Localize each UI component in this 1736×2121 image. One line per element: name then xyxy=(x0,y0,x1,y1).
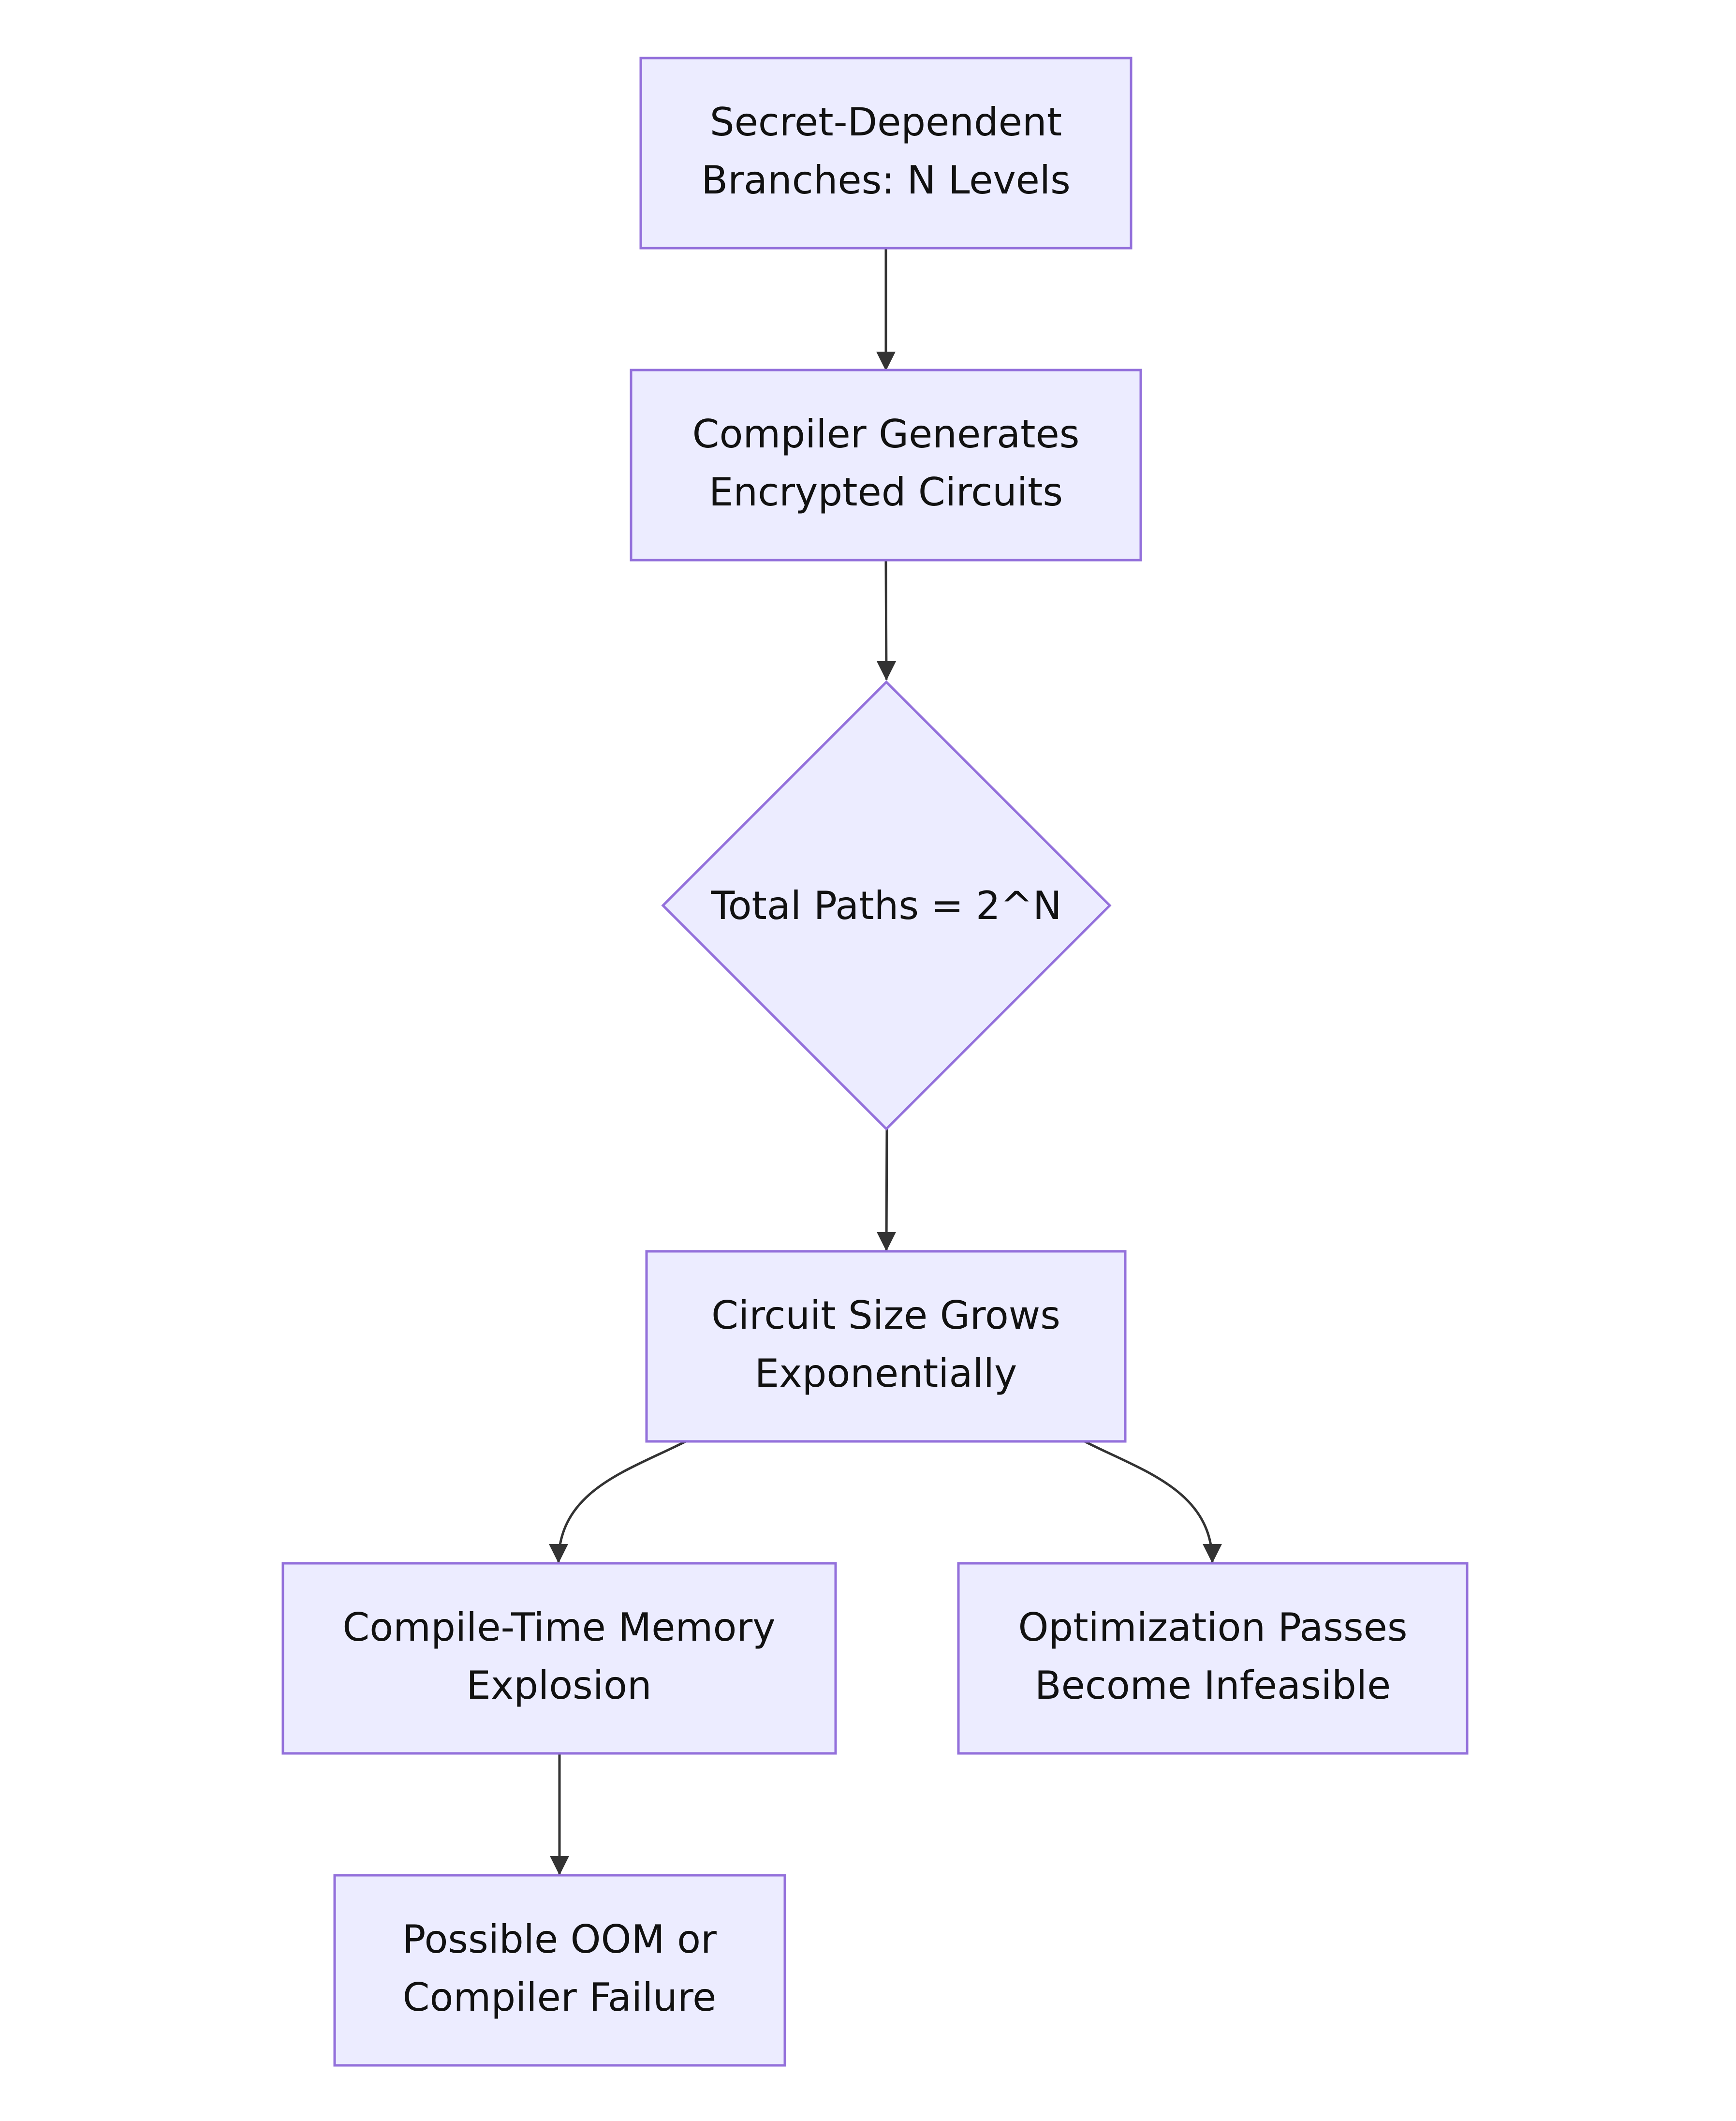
node-memory-explosion-line1: Compile-Time Memory xyxy=(342,1605,775,1650)
node-optimization-infeasible-line1: Optimization Passes xyxy=(1018,1605,1407,1650)
node-oom-failure-line1: Possible OOM or xyxy=(402,1917,717,1962)
node-compiler-generates-line2: Encrypted Circuits xyxy=(709,470,1063,515)
node-memory-explosion: Compile-Time Memory Explosion xyxy=(281,1562,837,1755)
edge-circuit-size-to-memory-explosion xyxy=(549,1440,687,1563)
node-circuit-size-grows-line1: Circuit Size Grows xyxy=(711,1293,1060,1338)
node-oom-failure: Possible OOM or Compiler Failure xyxy=(333,1874,786,2067)
node-optimization-infeasible-line2: Become Infeasible xyxy=(1035,1663,1391,1708)
node-secret-dependent-branches-line1: Secret-Dependent xyxy=(710,100,1062,145)
node-circuit-size-grows: Circuit Size Grows Exponentially xyxy=(645,1250,1127,1443)
node-oom-failure-line2: Compiler Failure xyxy=(403,1975,717,2020)
node-compiler-generates-line1: Compiler Generates xyxy=(692,412,1080,457)
node-compiler-generates: Compiler Generates Encrypted Circuits xyxy=(630,369,1142,562)
node-secret-dependent-branches-line2: Branches: N Levels xyxy=(701,158,1071,203)
node-optimization-infeasible: Optimization Passes Become Infeasible xyxy=(957,1562,1469,1755)
node-circuit-size-grows-line2: Exponentially xyxy=(755,1351,1017,1396)
node-secret-dependent-branches: Secret-Dependent Branches: N Levels xyxy=(639,57,1133,250)
edge-total-paths-to-circuit-size xyxy=(877,1128,897,1251)
node-total-paths-label: Total Paths = 2^N xyxy=(710,883,1061,928)
edge-circuit-size-to-optimization xyxy=(1084,1440,1222,1563)
node-total-paths-decision: Total Paths = 2^N xyxy=(661,680,1112,1131)
node-memory-explosion-line2: Explosion xyxy=(466,1663,651,1708)
